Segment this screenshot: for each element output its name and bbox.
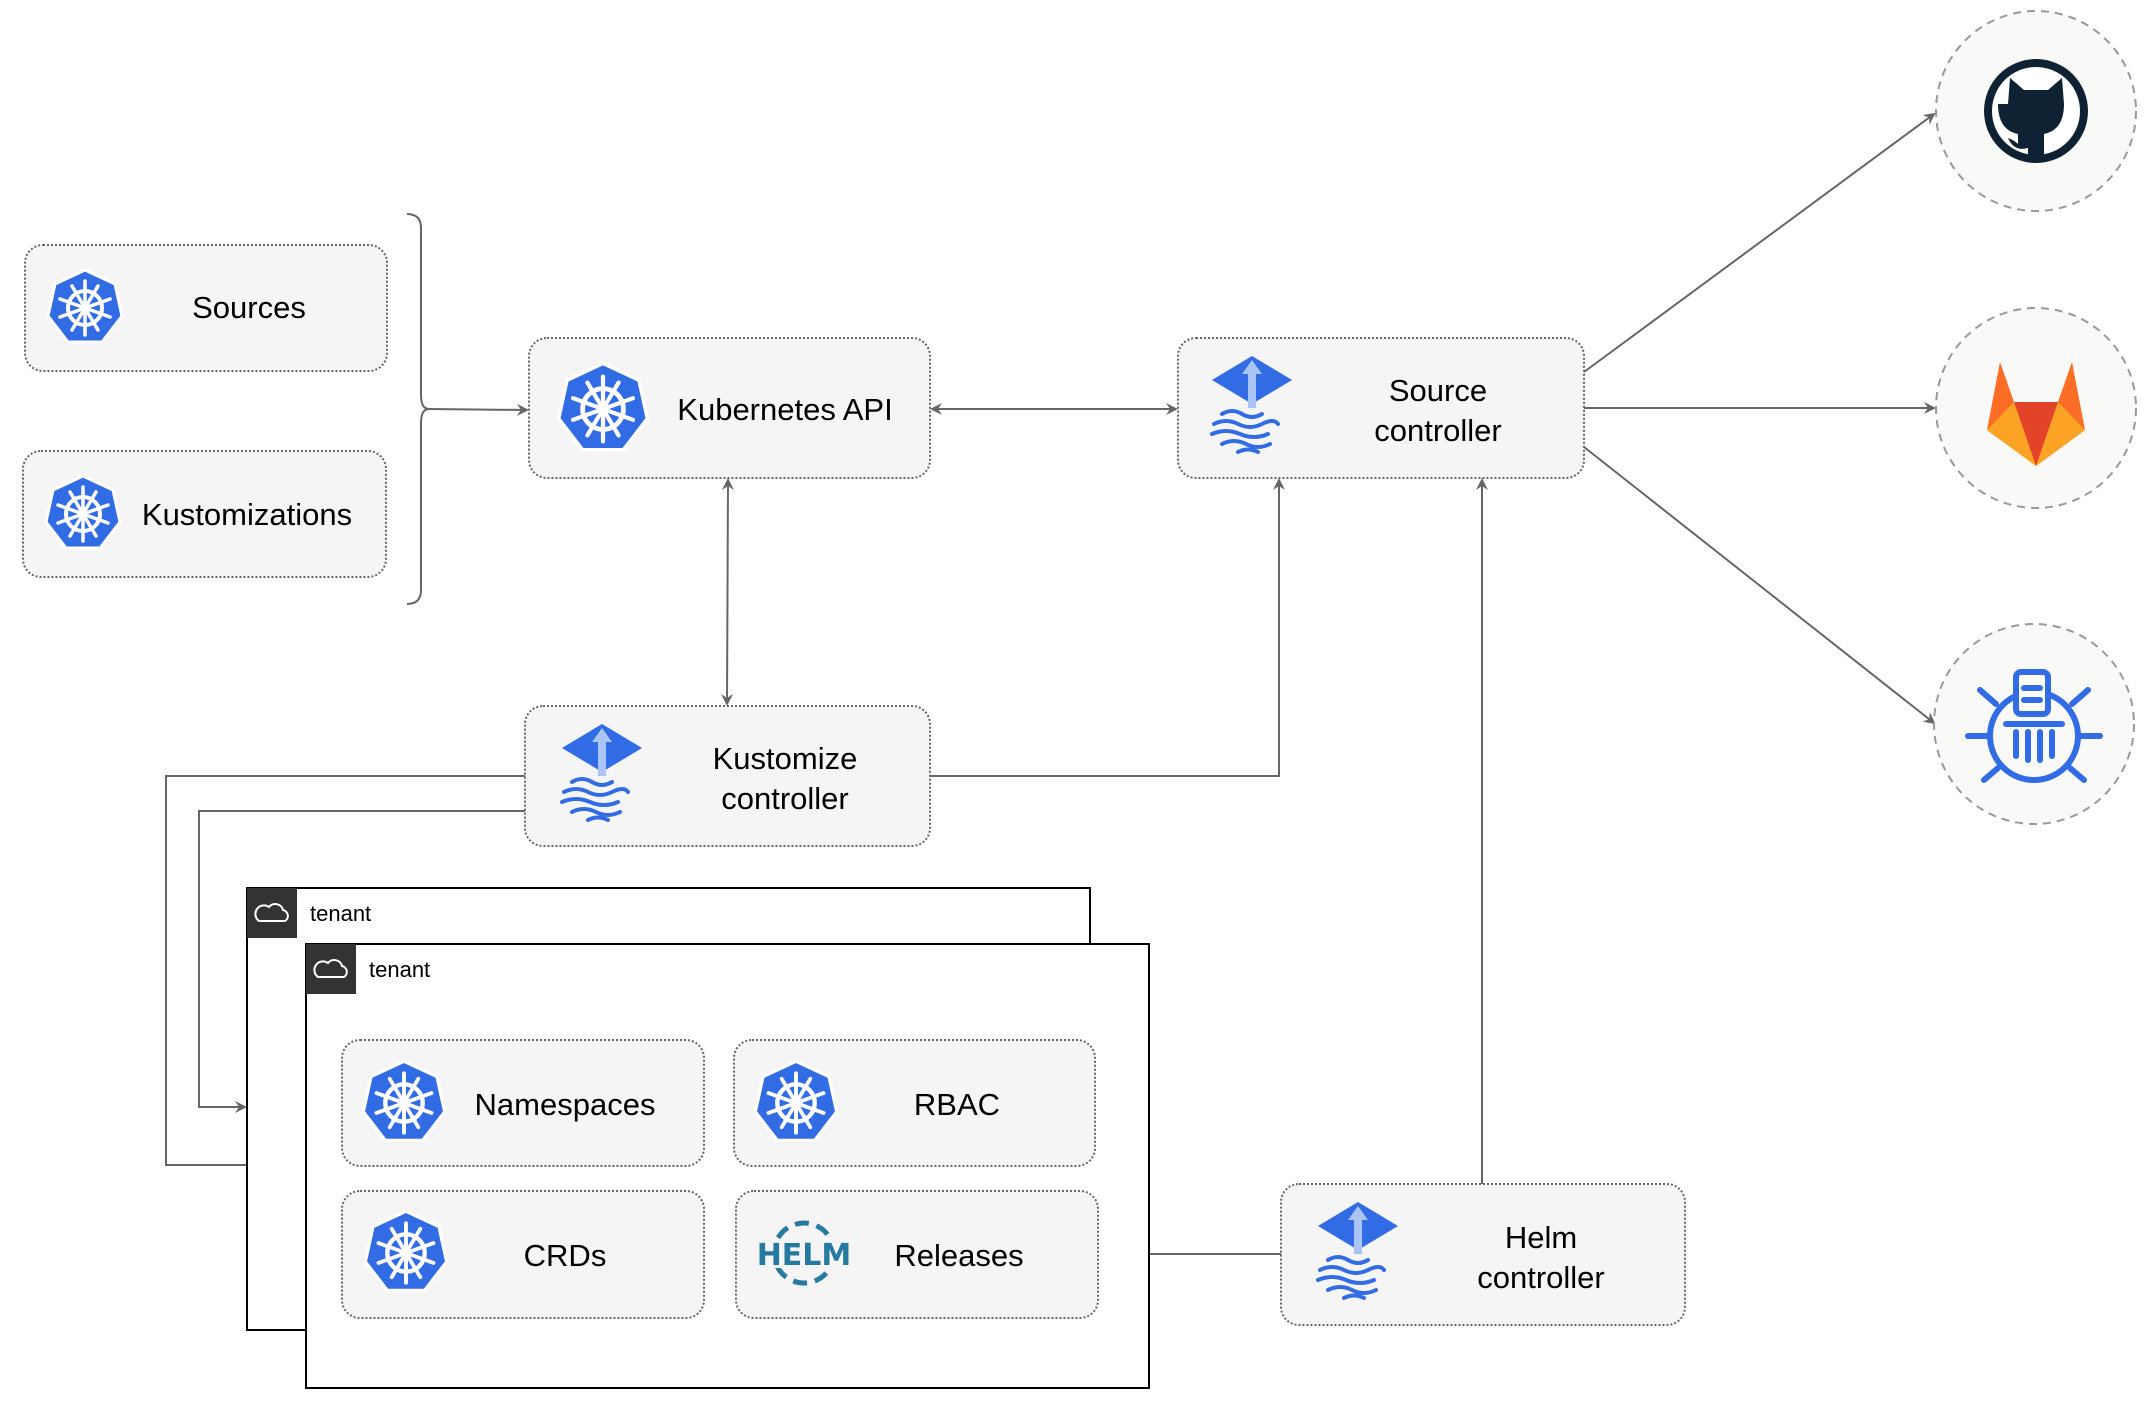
helm-controller-label-line2: controller [1477, 1260, 1605, 1295]
kustomize-controller-label-line1: Kustomize [713, 741, 858, 776]
edge-kustomize-to-source [930, 478, 1285, 777]
kubernetes-icon [755, 1061, 836, 1140]
sources-node[interactable]: Sources [24, 244, 388, 372]
cloud-icon [313, 959, 348, 978]
gitlab-source[interactable] [1935, 307, 2137, 509]
releases-label: Releases [894, 1238, 1023, 1273]
tenant-label: tenant [310, 901, 371, 926]
github-source[interactable] [1935, 10, 2137, 212]
rbac-node[interactable]: RBAC [733, 1039, 1096, 1167]
kustomizations-node[interactable]: Kustomizations [22, 450, 387, 578]
edge-source-to-github [1583, 112, 1936, 373]
kubernetes-icon [46, 268, 124, 344]
source-controller-label-line1: Source [1389, 373, 1487, 408]
helm-controller-node[interactable]: Helm controller [1280, 1183, 1686, 1326]
gitlab-icon [1987, 362, 2085, 466]
kustomizations-label: Kustomizations [142, 497, 352, 532]
edge-kustomize-to-tenant-back [198, 810, 525, 1113]
crds-node[interactable]: CRDs [341, 1190, 705, 1319]
source-controller-label-line2: controller [1374, 413, 1502, 448]
kubernetes-api-label: Kubernetes API [677, 392, 892, 427]
namespaces-label: Namespaces [475, 1087, 656, 1122]
crds-label: CRDs [524, 1238, 607, 1273]
bucket-source[interactable] [1933, 623, 2135, 825]
svg-text:HELM: HELM [757, 1238, 852, 1273]
rbac-label: RBAC [914, 1087, 1000, 1122]
bucket-icon [1965, 669, 2103, 783]
kustomize-controller-node[interactable]: Kustomize controller [524, 705, 931, 847]
edge-api-kustomize-controller [721, 478, 734, 706]
releases-node[interactable]: HELM Releases [735, 1190, 1099, 1319]
kustomize-controller-label-line2: controller [721, 781, 849, 816]
helm-icon: HELM [757, 1220, 852, 1286]
grouping-brace [406, 213, 430, 605]
edge-resources-to-api [428, 403, 529, 416]
kubernetes-icon [365, 1211, 446, 1290]
cloud-icon [254, 903, 289, 922]
edge-source-to-bucket [1583, 446, 1936, 725]
kubernetes-icon [44, 474, 122, 550]
tenant-label: tenant [369, 957, 430, 982]
kubernetes-icon [559, 363, 648, 449]
namespaces-node[interactable]: Namespaces [341, 1039, 705, 1167]
source-controller-node[interactable]: Source controller [1177, 337, 1585, 479]
edge-kustomize-to-tenant-front [165, 775, 525, 1171]
kubernetes-api-node[interactable]: Kubernetes API [528, 337, 931, 479]
sources-label: Sources [192, 290, 306, 325]
kubernetes-icon [363, 1061, 444, 1140]
github-icon [1984, 59, 2088, 163]
helm-controller-label-line1: Helm [1505, 1220, 1577, 1255]
